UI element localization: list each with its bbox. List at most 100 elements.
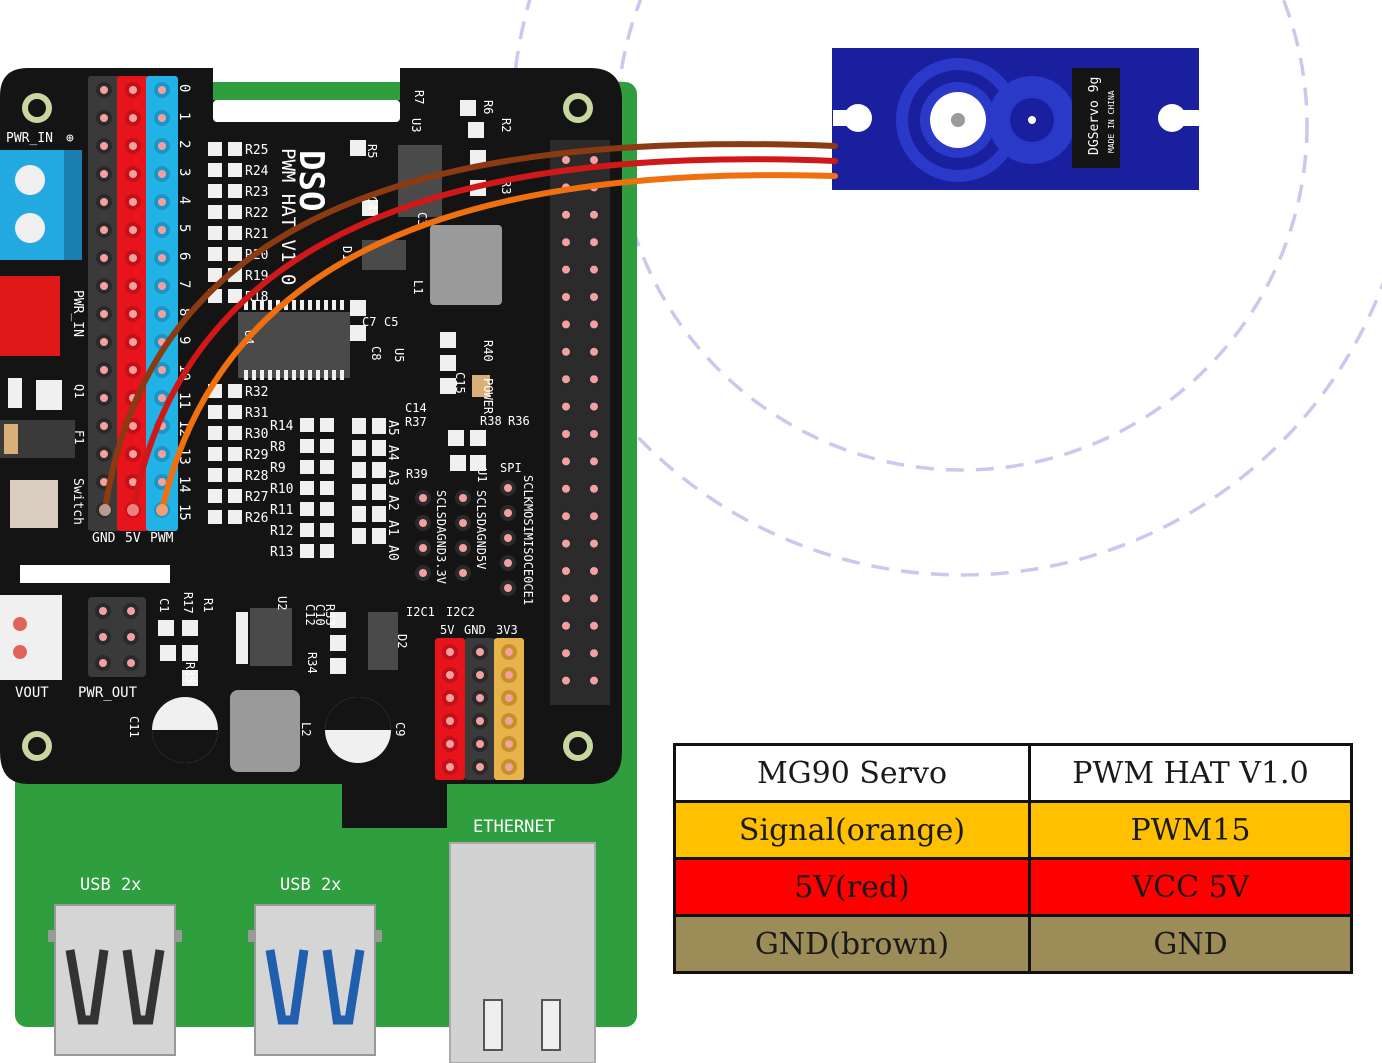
silkscreen-label: R39 <box>406 467 428 481</box>
analog-pin-label: A2 <box>385 495 400 511</box>
analog-pin-label: A3 <box>385 470 400 486</box>
power-header-label: 3V3 <box>496 623 518 637</box>
channel-number: 1 <box>176 112 192 120</box>
silkscreen-label: C8 <box>369 346 383 360</box>
table-cell-servo: 5V(red) <box>673 857 1031 917</box>
power-header-label: 5V <box>440 623 454 637</box>
channel-number: 15 <box>176 504 192 521</box>
usb1-label: USB 2x <box>80 875 141 895</box>
resistor-label: R29 <box>245 448 268 463</box>
mg90-servo: DGServo 9g MADE IN CHINA <box>832 48 1199 190</box>
channel-number: 9 <box>176 336 192 344</box>
vout-label: VOUT <box>15 685 49 701</box>
i2c2-pins-label: SCLSDAGND5V <box>474 490 488 569</box>
table-row: Signal(orange) PWM15 <box>673 800 1353 860</box>
silkscreen-label: C15 <box>453 372 467 394</box>
analog-pin-label: A5 <box>385 420 400 436</box>
silkscreen-label: Q1 <box>72 384 86 398</box>
ethernet-label: ETHERNET <box>473 817 555 837</box>
servo-wires <box>102 141 838 513</box>
smd-component <box>330 635 346 651</box>
pwr-in-label-2: PWR_IN <box>70 290 85 337</box>
silkscreen-label: R1 <box>201 598 215 612</box>
usb-port-2: USB 2x <box>248 875 382 1056</box>
resistor-label: R8 <box>270 440 286 455</box>
silkscreen-label: L1 <box>411 280 425 294</box>
connection-table: MG90 Servo PWM HAT V1.0 Signal(orange) P… <box>673 743 1353 974</box>
silkscreen-label: C14 <box>405 401 427 415</box>
silkscreen-label: U1 <box>475 468 489 482</box>
silkscreen-label: C12 <box>303 604 317 626</box>
smd-component <box>330 612 346 628</box>
silkscreen-label: R33 <box>323 604 337 626</box>
pwr-in-terminal: PWR_IN ⊕ PWR_IN <box>0 131 85 356</box>
silkscreen-label: R34 <box>305 652 319 674</box>
smd-component <box>470 455 486 471</box>
switch-label: Switch <box>70 478 85 525</box>
ethernet-port: ETHERNET <box>449 817 596 1063</box>
smd-component <box>362 200 378 216</box>
smd-component <box>470 150 486 166</box>
resistor-label: R24 <box>245 164 269 179</box>
header-column-label: GND <box>92 531 116 546</box>
resistor-label: R26 <box>245 511 268 526</box>
resistor-label: R27 <box>245 490 268 505</box>
resistor-label: R14 <box>270 419 294 434</box>
smd-component <box>440 332 456 348</box>
silkscreen-label: R2 <box>499 118 513 132</box>
channel-number: 8 <box>176 308 192 316</box>
smd-component <box>182 645 198 661</box>
table-cell-hat: VCC 5V <box>1028 857 1353 917</box>
resistor-label: R11 <box>270 503 293 518</box>
channel-number: 0 <box>176 84 192 92</box>
usb-port-1: USB 2x <box>48 875 182 1056</box>
table-cell-servo: GND(brown) <box>673 914 1031 974</box>
silkscreen-label: C10 <box>313 604 327 626</box>
smd-component <box>440 355 456 371</box>
silkscreen-label: C9 <box>393 722 407 736</box>
smd-component <box>160 645 176 661</box>
silkscreen-label: U3 <box>409 118 423 132</box>
i2c1-pins-label: SCLSDAGND3.3V <box>434 490 448 584</box>
silkscreen-label: D2 <box>395 634 409 648</box>
resistor-label: R32 <box>245 385 268 400</box>
resistor-label: R22 <box>245 206 268 221</box>
channel-number: 4 <box>176 196 192 204</box>
smd-component <box>450 455 466 471</box>
smd-component <box>468 122 484 138</box>
silkscreen-label: R35 <box>183 662 197 684</box>
resistor-label: R19 <box>245 269 268 284</box>
resistor-label: R21 <box>245 227 268 242</box>
servo-name: DGServo 9g <box>1087 77 1102 155</box>
header-column-label: 5V <box>125 531 141 546</box>
silkscreen-label: C5 <box>384 315 398 329</box>
gear-icon <box>896 58 1076 182</box>
spi-pins-label: SCLKMOSIMISOCE0CE1 <box>521 475 535 605</box>
resistor-label: R10 <box>270 482 293 497</box>
silkscreen-label: R6 <box>481 100 495 114</box>
smd-component <box>350 300 366 316</box>
channel-number: 11 <box>176 392 192 409</box>
resistor-label: R31 <box>245 406 268 421</box>
resistor-label: R30 <box>245 427 268 442</box>
board-name: PWM HAT V1.0 <box>277 148 299 285</box>
silkscreen-label: R7 <box>412 90 426 104</box>
usb2-label: USB 2x <box>280 875 341 895</box>
table-cell-hat: GND <box>1028 914 1353 974</box>
servo-origin: MADE IN CHINA <box>1107 90 1116 153</box>
smd-component <box>182 620 198 636</box>
smd-component <box>448 430 464 446</box>
smd-component <box>350 140 366 156</box>
silkscreen-label: R40 <box>481 340 495 362</box>
smd-component <box>158 620 174 636</box>
silkscreen-label: L2 <box>299 722 313 736</box>
power-header-label: GND <box>464 623 486 637</box>
pwr-in-label: PWR_IN <box>6 131 53 146</box>
table-row: GND(brown) GND <box>673 914 1353 974</box>
silkscreen-label: R17 <box>181 592 195 614</box>
i2c2-label: I2C2 <box>446 605 475 619</box>
header-column-label: PWM <box>150 531 174 546</box>
silkscreen-label: R5 <box>365 144 379 158</box>
silkscreen-label: R36 <box>508 414 530 428</box>
resistor-label: R28 <box>245 469 268 484</box>
